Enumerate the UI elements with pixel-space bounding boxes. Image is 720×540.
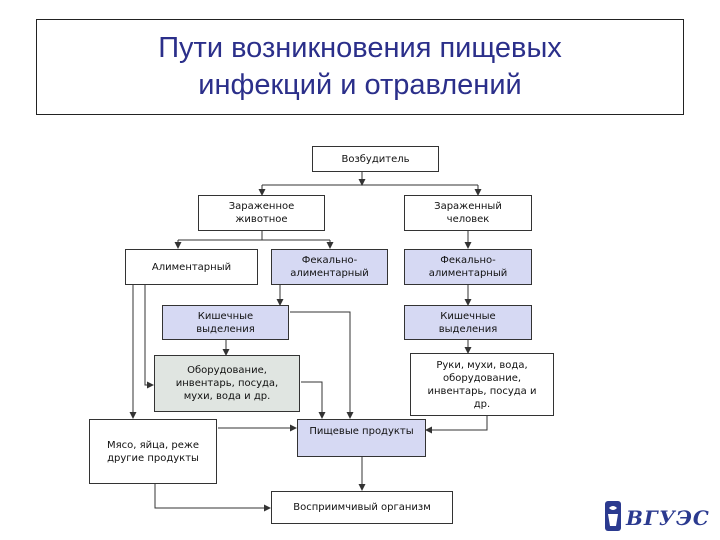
- node-fecal-oral-animal: Фекально- алиментарный: [271, 249, 388, 285]
- node-intestinal-animal: Кишечные выделения: [162, 305, 289, 340]
- node-pathogen: Возбудитель: [312, 146, 439, 172]
- node-intestinal-human: Кишечные выделения: [404, 305, 532, 340]
- university-logo: ВГУЭС: [604, 500, 709, 534]
- arrow-alimentary-to-equipment: [144, 285, 154, 389]
- node-meat-eggs: Мясо, яйца, реже другие продукты: [89, 419, 217, 484]
- logo-text: ВГУЭС: [626, 506, 710, 530]
- node-food-products: Пищевые продукты: [297, 419, 426, 457]
- title-box: Пути возникновения пищевых инфекций и от…: [36, 19, 684, 115]
- node-infected-human: Зараженный человек: [404, 195, 532, 231]
- arrow-hands-to-food: [425, 416, 488, 434]
- node-fecal-oral-human: Фекально- алиментарный: [404, 249, 532, 285]
- node-alimentary: Алиментарный: [125, 249, 258, 285]
- arrow-equipment-to-food: [301, 381, 326, 419]
- page-title: Пути возникновения пищевых инфекций и от…: [158, 32, 562, 101]
- arrow-fecal-to-food: [290, 311, 354, 419]
- node-equipment: Оборудование, инвентарь, посуда, мухи, в…: [154, 355, 300, 412]
- node-susceptible-organism: Восприимчивый организм: [271, 491, 453, 524]
- node-infected-animal: Зараженное животное: [198, 195, 325, 231]
- university-emblem-icon: [605, 501, 621, 531]
- node-hands-flies: Руки, мухи, вода, оборудование, инвентар…: [410, 353, 554, 416]
- arrow-meat-to-susceptible: [154, 484, 271, 512]
